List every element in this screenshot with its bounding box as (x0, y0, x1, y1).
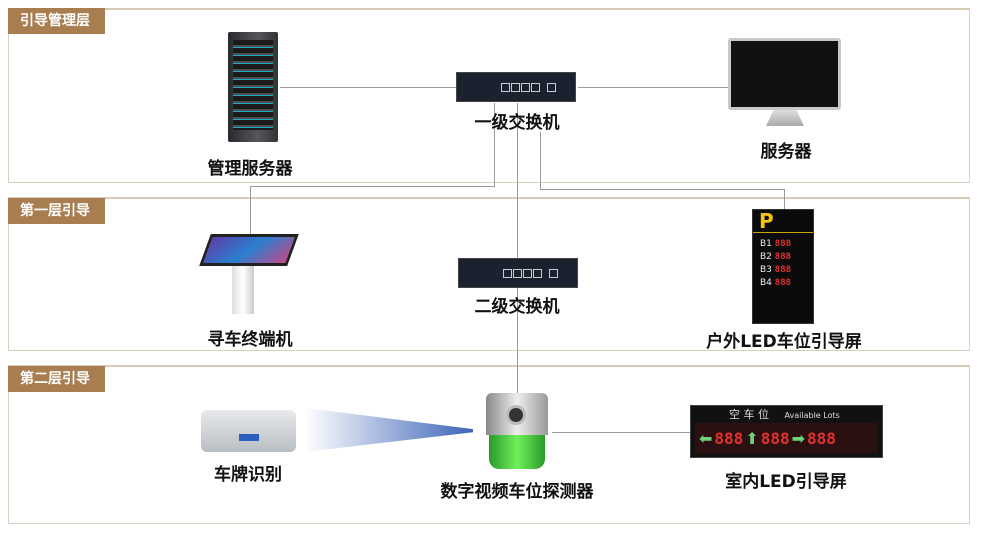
detector-indicator-light (489, 435, 545, 469)
layer-second-panel (8, 365, 970, 524)
connection-line (517, 288, 518, 393)
arrow-right-icon: ➡ (791, 428, 806, 448)
connection-line (552, 432, 692, 433)
outdoor-led-sign: P B1 888 B2 888 B3 888 B4 888 (752, 209, 814, 324)
connection-line (280, 87, 456, 88)
connection-line (784, 189, 785, 209)
connection-line (250, 186, 251, 234)
monitor-icon (728, 38, 841, 110)
connection-line (578, 87, 728, 88)
sign-subtitle: Available Lots (784, 411, 840, 420)
node-label: 二级交换机 (474, 297, 560, 317)
connection-line (250, 186, 495, 187)
node-label: 室内LED引导屏 (725, 472, 847, 492)
indoor-led-sign: 空 车 位 Available Lots ⬅ 888 ⬆ 888 ➡ 888 (690, 405, 883, 458)
kiosk-terminal-icon (199, 234, 299, 266)
node-label: 管理服务器 (207, 159, 293, 179)
layer-first-panel (8, 197, 970, 351)
kiosk-stand-icon (232, 266, 254, 314)
node-label: 车牌识别 (214, 465, 282, 485)
layer-tag: 第二层引导 (8, 366, 105, 392)
arrow-left-icon: ⬅ (699, 428, 713, 448)
connection-line (540, 132, 541, 189)
arrow-up-icon: ⬆ (745, 428, 759, 448)
sign-row: B2 888 (760, 252, 792, 262)
parking-logo: P (753, 210, 813, 233)
connection-line (540, 189, 785, 190)
layer-management-panel (8, 8, 970, 183)
sign-row: B3 888 (760, 265, 792, 275)
switch-icon (456, 72, 576, 102)
sign-row: B1 888 (760, 239, 792, 249)
monitor-stand-icon (766, 110, 804, 126)
switch-icon (458, 258, 578, 288)
connection-line (494, 103, 495, 186)
car-front-icon (201, 410, 296, 452)
node-label: 寻车终端机 (207, 330, 293, 350)
rack-server-icon (228, 32, 278, 142)
sign-row: B4 888 (760, 278, 792, 288)
node-label: 一级交换机 (474, 113, 560, 133)
layer-tag: 第一层引导 (8, 198, 105, 224)
node-label: 数字视频车位探测器 (440, 482, 594, 502)
video-detector-icon (486, 393, 548, 435)
connection-line (517, 103, 518, 258)
sign-title: 空 车 位 (729, 408, 769, 421)
node-label: 户外LED车位引导屏 (706, 332, 862, 352)
node-label: 服务器 (760, 142, 812, 162)
layer-tag: 引导管理层 (8, 8, 105, 34)
